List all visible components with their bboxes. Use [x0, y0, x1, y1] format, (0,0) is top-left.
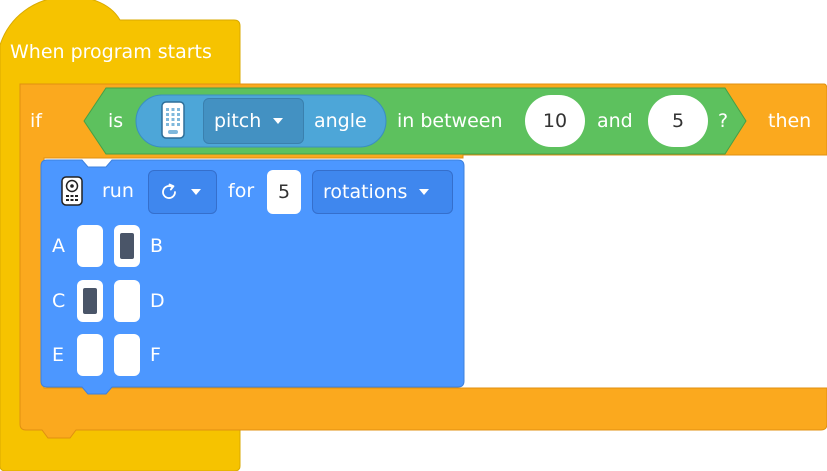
clockwise-icon [162, 183, 176, 199]
unit-value: rotations [323, 181, 408, 203]
port-label-c: C [52, 290, 66, 312]
lower-bound-value: 10 [542, 110, 568, 132]
then-label: then [768, 110, 812, 132]
upper-bound-value: 5 [671, 110, 685, 132]
axis-value: pitch [214, 110, 262, 132]
run-label: run [102, 180, 134, 202]
port-label-b: B [150, 235, 164, 257]
port-label-e: E [52, 344, 65, 366]
port-selected-indicator [120, 233, 134, 259]
port-a-toggle[interactable] [77, 225, 103, 267]
chevron-down-icon [419, 189, 430, 195]
chevron-down-icon [273, 118, 284, 124]
hub-icon [161, 101, 185, 139]
question-label: ? [718, 110, 729, 132]
and-label: and [597, 110, 633, 132]
port-e-toggle[interactable] [77, 334, 103, 376]
hat-label: When program starts [10, 41, 212, 63]
port-label-a: A [52, 235, 65, 257]
port-label-f: F [150, 344, 161, 366]
axis-dropdown[interactable]: pitch [203, 98, 304, 144]
chevron-down-icon [191, 189, 201, 195]
port-selected-indicator [83, 288, 97, 314]
port-label-d: D [150, 290, 165, 312]
lower-bound-input[interactable]: 10 [525, 95, 585, 147]
unit-dropdown[interactable]: rotations [312, 170, 453, 214]
upper-bound-input[interactable]: 5 [648, 95, 708, 147]
direction-dropdown[interactable] [148, 170, 217, 214]
angle-label: angle [314, 110, 367, 132]
port-b-toggle[interactable] [114, 225, 140, 267]
for-label: for [228, 180, 255, 202]
port-c-toggle[interactable] [77, 280, 103, 322]
motor-block[interactable] [40, 159, 465, 395]
motor-controller-icon [61, 176, 83, 206]
port-d-toggle[interactable] [114, 280, 140, 322]
amount-value: 5 [277, 181, 291, 203]
is-label: is [108, 110, 124, 132]
port-f-toggle[interactable] [114, 334, 140, 376]
amount-input[interactable]: 5 [267, 170, 301, 214]
if-label: if [30, 110, 42, 132]
between-label: in between [397, 110, 503, 132]
